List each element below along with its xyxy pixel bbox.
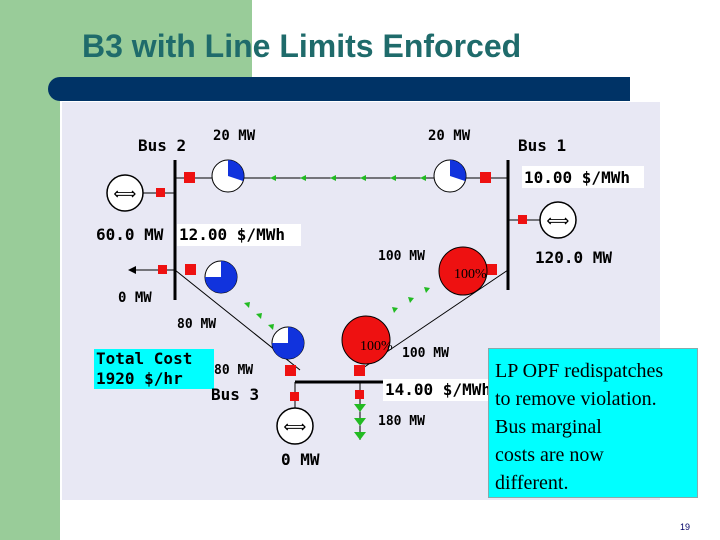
oneline-diagram: ⟺ ⟺ ⟺ Bus 2 20 MW 20 MW (94, 128, 644, 469)
bus3-in-flow2-label: 100 MW (402, 346, 449, 361)
pie-bus1-bus3-top (438, 246, 488, 296)
title-accent-block (0, 0, 252, 90)
bus1-label: Bus 1 (518, 136, 566, 155)
svg-text:⟺: ⟺ (114, 184, 137, 203)
generator-bus2-icon[interactable] (106, 174, 144, 212)
breaker-bus1-top[interactable] (480, 172, 491, 183)
breaker-bus2-bus3[interactable] (185, 264, 196, 275)
breaker-bus3-from-bus2[interactable] (285, 365, 296, 376)
total-cost-label: Total Cost (96, 349, 192, 368)
bus3-load-label: 180 MW (378, 414, 425, 429)
bus1-top-flow-label: 20 MW (428, 128, 471, 144)
bus3-label: Bus 3 (211, 385, 259, 404)
bus2-gen-label: 60.0 MW (96, 225, 164, 244)
breaker-bus3-from-bus1[interactable] (354, 365, 365, 376)
pie-bus2-top (211, 159, 245, 193)
breaker-gen-bus2[interactable] (156, 188, 165, 197)
total-cost-value: 1920 $/hr (96, 369, 183, 388)
breaker-gen-bus1[interactable] (518, 215, 527, 224)
bus3-gen-label: 0 MW (281, 450, 320, 469)
note-line-3: Bus marginal (495, 416, 602, 438)
pie-bus1-bus3-bottom (341, 315, 391, 365)
total-cost-box (94, 349, 214, 389)
bus2-price-label: 12.00 $/MWh (179, 225, 285, 244)
flow-arrows-bus1-to-bus2 (270, 175, 426, 181)
pie-bus2-bus3-bottom (271, 326, 305, 360)
note-line-1: LP OPF redispatches (495, 360, 664, 382)
note-line-2: to remove violation. (495, 388, 657, 410)
bus1-gen-label: 120.0 MW (535, 248, 612, 267)
breaker-bus1-bus3[interactable] (486, 264, 497, 275)
pie-bus2-bus3-top (204, 260, 238, 294)
page-number: 19 (680, 522, 691, 532)
pie-bus1-top (433, 159, 467, 193)
generator-bus3-icon[interactable] (276, 407, 314, 445)
bus1-line-pct-label: 100% (454, 267, 487, 282)
breaker-load-bus3[interactable] (355, 390, 364, 399)
title-bar (48, 77, 630, 101)
note-line-5: different. (495, 472, 569, 494)
breaker-gen-bus3[interactable] (290, 392, 299, 401)
generator-bus1-icon[interactable] (539, 201, 577, 239)
bus2-label: Bus 2 (138, 136, 186, 155)
bus2-top-flow-label: 20 MW (213, 128, 256, 144)
bus3-line-pct-label: 100% (360, 339, 393, 354)
bus1-down-flow-label: 100 MW (378, 249, 425, 264)
bus1-price-label: 10.00 $/MWh (524, 168, 630, 187)
explanation-note: LP OPF redispatches to remove violation.… (488, 348, 698, 498)
breaker-load-bus2[interactable] (158, 265, 167, 274)
svg-text:⟺: ⟺ (284, 417, 307, 436)
note-line-4: costs are now (495, 444, 604, 466)
breaker-bus2-top[interactable] (184, 172, 195, 183)
bus2-down-flow-label: 80 MW (177, 317, 216, 332)
slide-title: B3 with Line Limits Enforced (82, 28, 522, 64)
bus2-load-label: 0 MW (118, 290, 152, 306)
bus3-price-label: 14.00 $/MWh (385, 380, 491, 399)
svg-text:⟺: ⟺ (547, 211, 570, 230)
bus3-in-flow-label: 80 MW (214, 363, 253, 378)
